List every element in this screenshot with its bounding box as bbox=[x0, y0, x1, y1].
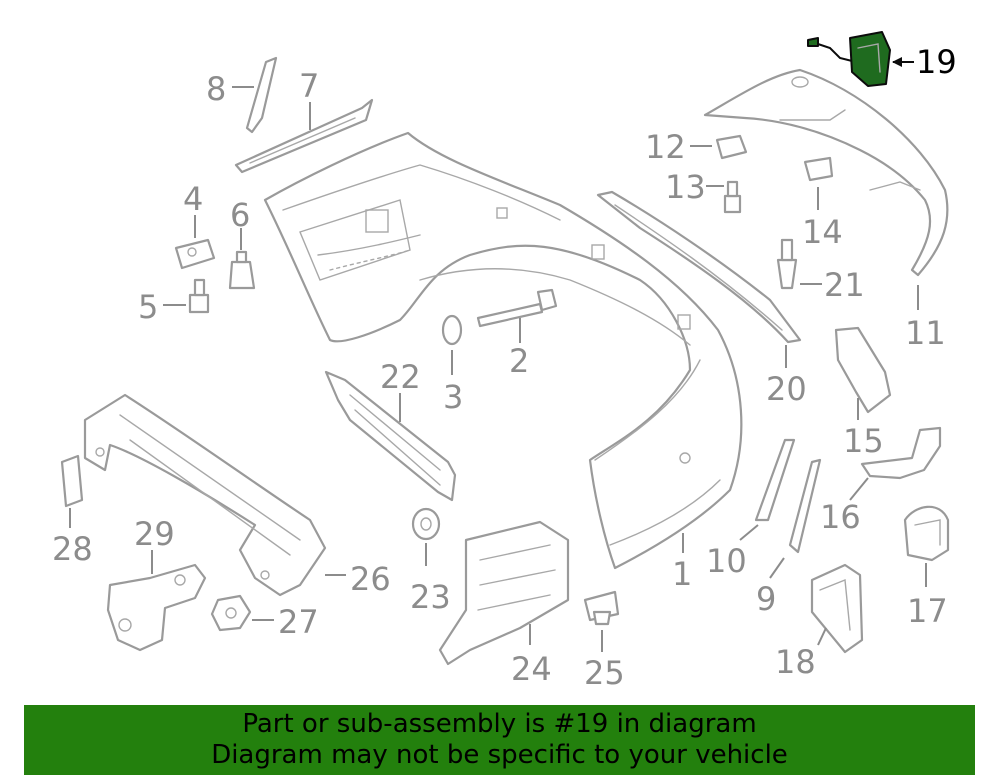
callout-13: 13 bbox=[665, 168, 706, 206]
part-29-mount-bracket bbox=[106, 563, 207, 652]
part-18-latch bbox=[810, 563, 864, 654]
part-11-diffuser bbox=[703, 68, 949, 277]
callout-7: 7 bbox=[299, 67, 319, 105]
callout-20: 20 bbox=[766, 370, 807, 408]
part-28-pad bbox=[60, 454, 84, 508]
part-20-trim-rail bbox=[596, 190, 802, 344]
part-8-bracket bbox=[245, 56, 278, 134]
part-10-reflector bbox=[754, 438, 796, 522]
callout-22: 22 bbox=[380, 358, 421, 396]
callout-8: 8 bbox=[206, 70, 226, 108]
callout-25: 25 bbox=[584, 654, 625, 692]
part-12-clip bbox=[715, 134, 748, 160]
callout-6: 6 bbox=[230, 196, 250, 234]
callout-10: 10 bbox=[706, 542, 747, 580]
leader-18 bbox=[817, 627, 827, 646]
part-21-push-rivet bbox=[776, 238, 798, 290]
callout-24: 24 bbox=[511, 650, 552, 688]
callout-3: 3 bbox=[443, 378, 463, 416]
part-17-sensor-housing bbox=[903, 505, 950, 562]
part-13-push-pin bbox=[723, 180, 742, 214]
callout-15: 15 bbox=[843, 422, 884, 460]
banner-line-2: Diagram may not be specific to your vehi… bbox=[211, 740, 788, 770]
part-4-clip-nut bbox=[174, 238, 216, 270]
callout-16: 16 bbox=[820, 498, 861, 536]
part-25-nut-fastener bbox=[583, 590, 620, 626]
part-24-side-support bbox=[438, 520, 570, 666]
exploded-parts-diagram: 1 2 3 4 5 6 7 8 9 10 11 12 13 14 15 16 1… bbox=[52, 31, 957, 692]
callout-23: 23 bbox=[410, 578, 451, 616]
part-26-crossmember bbox=[83, 393, 327, 597]
part-15-side-bracket bbox=[834, 326, 892, 414]
leader-19 bbox=[892, 57, 914, 67]
callout-29: 29 bbox=[134, 515, 175, 553]
callout-18: 18 bbox=[775, 643, 816, 681]
callout-4: 4 bbox=[183, 180, 203, 218]
part-1-bumper-cover bbox=[263, 131, 743, 570]
part-22-absorber bbox=[324, 370, 457, 502]
callout-12: 12 bbox=[645, 128, 686, 166]
callout-28: 28 bbox=[52, 530, 93, 568]
callout-19: 19 bbox=[916, 43, 957, 81]
callout-11: 11 bbox=[905, 314, 946, 352]
part-5-screw bbox=[188, 278, 210, 314]
part-27-flange-nut bbox=[210, 594, 252, 632]
part-3-washer bbox=[441, 314, 463, 346]
callout-5: 5 bbox=[138, 288, 158, 326]
info-banner: Part or sub-assembly is #19 in diagram D… bbox=[24, 705, 975, 775]
part-16-mount-bracket bbox=[860, 426, 942, 480]
callout-27: 27 bbox=[278, 603, 319, 641]
part-9-reflector bbox=[788, 458, 822, 554]
part-2-bolt bbox=[476, 288, 558, 328]
callout-2: 2 bbox=[509, 342, 529, 380]
part-14-mount-block bbox=[803, 156, 834, 182]
callout-26: 26 bbox=[350, 560, 391, 598]
callout-9: 9 bbox=[756, 580, 776, 618]
part-6-rivet bbox=[228, 250, 256, 290]
leader-16 bbox=[849, 477, 869, 501]
part-7-trim-strip bbox=[234, 98, 374, 174]
callout-1: 1 bbox=[672, 555, 692, 593]
callout-21: 21 bbox=[824, 266, 865, 304]
callout-14: 14 bbox=[802, 213, 843, 251]
leader-9 bbox=[769, 557, 785, 579]
part-19-highlighted-bracket bbox=[807, 31, 891, 87]
part-23-nut bbox=[411, 507, 441, 541]
leader-10 bbox=[739, 524, 759, 541]
callout-17: 17 bbox=[907, 592, 948, 630]
banner-line-1: Part or sub-assembly is #19 in diagram bbox=[242, 709, 757, 739]
